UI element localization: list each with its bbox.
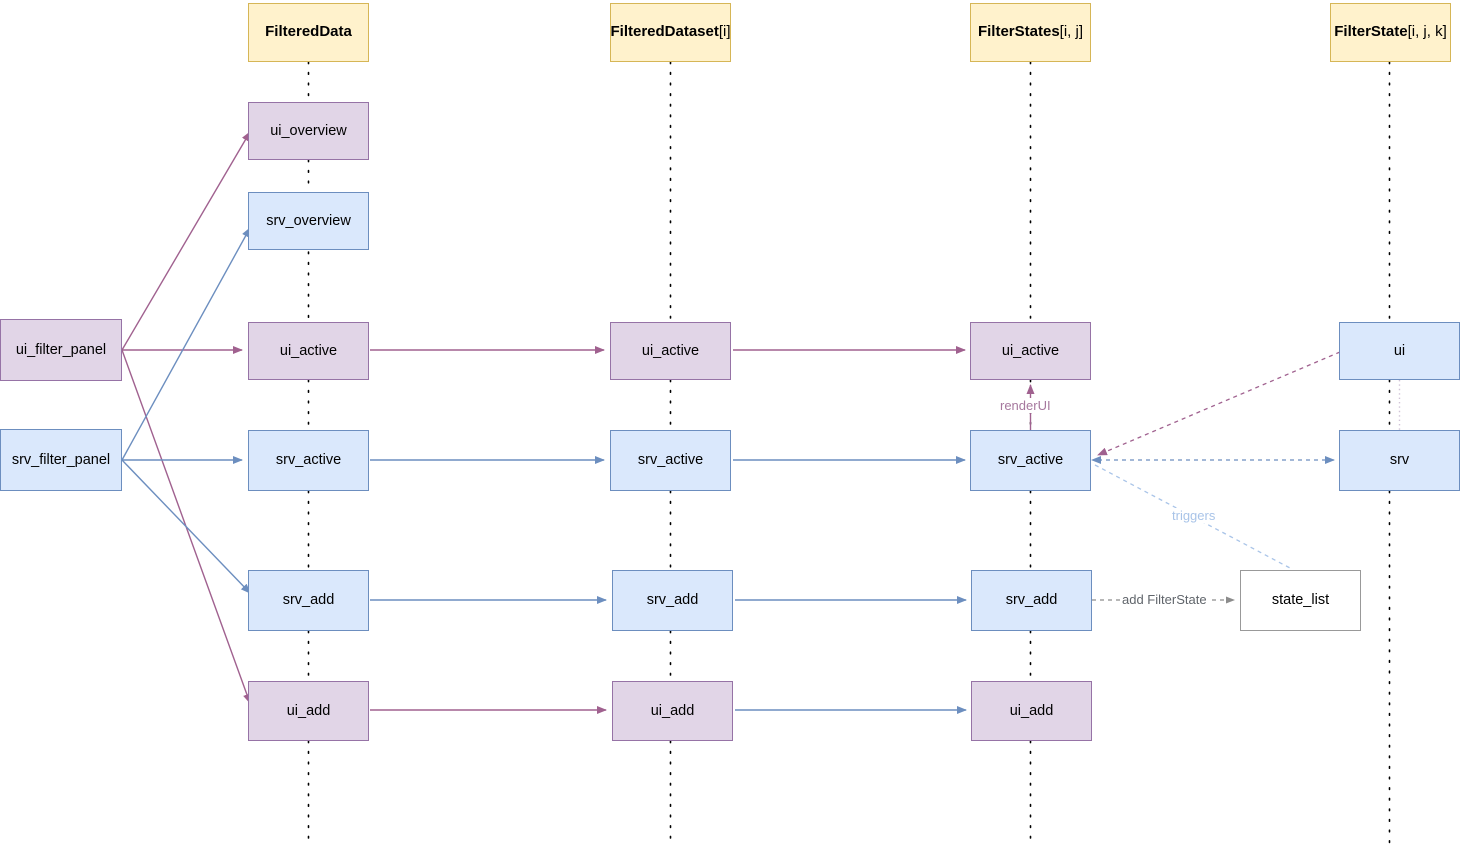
edges-ui-filter-panel xyxy=(121,131,251,704)
header-index: [i, j] xyxy=(1059,23,1084,41)
lifeline-header-filtereddataset[interactable]: FilteredDataset[i] xyxy=(610,3,731,62)
lifeline-header-filterstates[interactable]: FilterStates[i, j] xyxy=(970,3,1091,62)
node-label: srv_active xyxy=(637,452,704,469)
node-col4-ui[interactable]: ui xyxy=(1339,322,1460,380)
node-label: ui_add xyxy=(286,702,331,719)
node-col2-ui-active[interactable]: ui_active xyxy=(610,322,731,380)
lifeline-header-filtereddata[interactable]: FilteredData xyxy=(248,3,369,62)
edges-horizontal-chains xyxy=(370,346,967,714)
header-index: [i] xyxy=(718,23,731,41)
header-index: [i, j, k] xyxy=(1407,23,1447,41)
node-label: ui_active xyxy=(641,342,700,359)
node-label: srv_add xyxy=(1005,592,1058,609)
node-col1-srv-add[interactable]: srv_add xyxy=(248,570,369,631)
node-label: srv_overview xyxy=(266,212,351,229)
node-col1-ui-add[interactable]: ui_add xyxy=(248,681,369,741)
header-name: FilterState xyxy=(1334,23,1408,41)
edge-label-renderui: renderUI xyxy=(998,398,1053,413)
node-col2-ui-add[interactable]: ui_add xyxy=(612,681,733,741)
node-col4-srv[interactable]: srv xyxy=(1339,430,1460,491)
header-name: FilterStates xyxy=(977,23,1060,41)
node-label: ui xyxy=(1393,342,1406,359)
edge-label-add-filterstate: add FilterState xyxy=(1120,592,1209,607)
node-label: srv_active xyxy=(997,452,1064,469)
lifeline-header-filterstate[interactable]: FilterState[i, j, k] xyxy=(1330,3,1451,62)
node-col1-srv-active[interactable]: srv_active xyxy=(248,430,369,491)
node-col3-ui-add[interactable]: ui_add xyxy=(971,681,1092,741)
node-state-list[interactable]: state_list xyxy=(1240,570,1361,631)
edges-filterstate-fan xyxy=(1091,351,1341,604)
node-srv-filter-panel[interactable]: srv_filter_panel xyxy=(0,429,122,491)
node-col1-srv-overview[interactable]: srv_overview xyxy=(248,192,369,250)
node-label: srv_filter_panel xyxy=(11,451,111,468)
node-col3-srv-active[interactable]: srv_active xyxy=(970,430,1091,491)
node-col1-ui-overview[interactable]: ui_overview xyxy=(248,102,369,160)
header-name: FilteredData xyxy=(265,23,352,41)
node-label: ui_overview xyxy=(270,122,347,139)
edge-label-triggers: triggers xyxy=(1170,508,1218,523)
node-col2-srv-add[interactable]: srv_add xyxy=(612,570,733,631)
node-label: ui_active xyxy=(279,342,338,359)
node-col3-ui-active[interactable]: ui_active xyxy=(970,322,1091,380)
header-name: FilteredDataset xyxy=(610,23,719,41)
node-label: ui_add xyxy=(1009,702,1054,719)
node-ui-filter-panel[interactable]: ui_filter_panel xyxy=(0,319,122,381)
node-label: state_list xyxy=(1271,592,1330,609)
node-label: srv_add xyxy=(646,592,699,609)
node-col1-ui-active[interactable]: ui_active xyxy=(248,322,369,380)
lifelines xyxy=(307,61,1391,844)
node-col3-srv-add[interactable]: srv_add xyxy=(971,570,1092,631)
edges-srv-filter-panel xyxy=(121,227,251,594)
node-col2-srv-active[interactable]: srv_active xyxy=(610,430,731,491)
node-label: ui_active xyxy=(1001,342,1060,359)
node-label: srv_add xyxy=(282,592,335,609)
node-label: ui_add xyxy=(650,702,695,719)
node-label: ui_filter_panel xyxy=(15,341,107,358)
node-label: srv_active xyxy=(275,452,342,469)
node-label: srv xyxy=(1389,452,1410,469)
